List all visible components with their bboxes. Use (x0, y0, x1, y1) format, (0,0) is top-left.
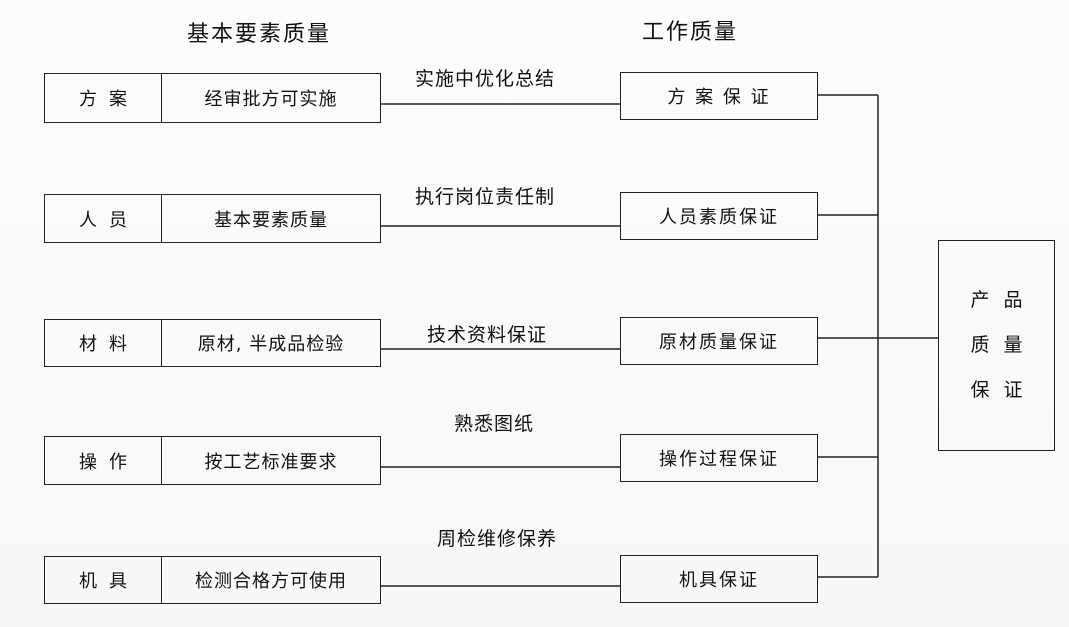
result-line: 质量 (970, 334, 1037, 356)
product-quality-box: 产品 质量 保证 (938, 240, 1055, 451)
assurance-box-personnel: 人员素质保证 (620, 192, 818, 240)
link-label: 执行岗位责任制 (415, 186, 556, 208)
assurance-box-plan: 方 案 保 证 (620, 72, 818, 120)
category-label: 操作 (45, 437, 162, 484)
assurance-box-equipment: 机具保证 (620, 555, 818, 603)
element-box-plan: 方案 经审批方可实施 (44, 73, 381, 123)
link-label: 技术资料保证 (427, 324, 548, 346)
result-line: 保证 (970, 379, 1037, 401)
assurance-box-operation: 操作过程保证 (620, 434, 818, 482)
category-label: 方案 (45, 74, 162, 122)
category-label: 人员 (45, 195, 162, 242)
element-box-operation: 操作 按工艺标准要求 (44, 436, 381, 485)
category-label: 材料 (45, 320, 162, 366)
element-box-equipment: 机具 检测合格方可使用 (44, 556, 381, 604)
left-heading: 基本要素质量 (187, 22, 332, 47)
link-label: 实施中优化总结 (415, 68, 556, 90)
assurance-box-material: 原材质量保证 (620, 317, 818, 365)
element-box-personnel: 人员 基本要素质量 (44, 194, 381, 243)
right-heading: 工作质量 (642, 20, 739, 45)
link-label: 熟悉图纸 (454, 413, 535, 435)
requirement-label: 基本要素质量 (214, 209, 328, 231)
result-line: 产品 (970, 289, 1037, 311)
element-box-material: 材料 原材, 半成品检验 (44, 319, 381, 367)
requirement-label: 按工艺标准要求 (204, 451, 338, 473)
category-label: 机具 (45, 557, 162, 603)
requirement-label: 原材, 半成品检验 (197, 334, 345, 355)
link-label: 周检维修保养 (437, 528, 558, 550)
requirement-label: 检测合格方可使用 (195, 571, 347, 592)
requirement-label: 经审批方可实施 (204, 89, 338, 110)
